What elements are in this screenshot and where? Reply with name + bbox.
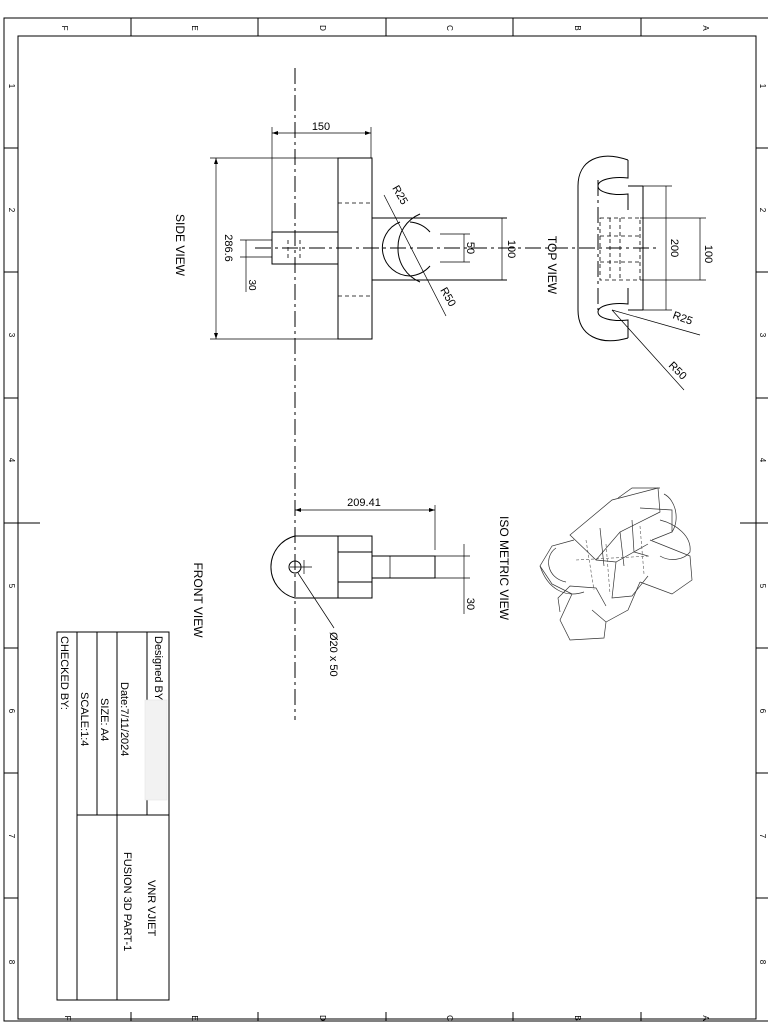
dim-top-height: 100: [702, 245, 714, 263]
outer-frame: [3, 17, 768, 1022]
title-block: Designed BY Date:7/11/2024 SIZE: A4 SCAL…: [56, 631, 170, 1001]
iso-view-label: ISO METRIC VIEW: [497, 516, 511, 621]
row-label-right: 1: [758, 84, 767, 89]
dim-front-pin: 30: [464, 598, 476, 610]
col-label-top: B: [573, 25, 582, 30]
row-label-right: 2: [758, 208, 767, 213]
col-label-top: C: [445, 25, 454, 31]
row-label-right: 5: [758, 584, 767, 589]
row-label-left: 2: [7, 208, 16, 213]
row-label-left: 7: [7, 834, 16, 839]
col-label-bottom: A: [701, 1015, 710, 1021]
row-label-right: 8: [758, 960, 767, 965]
col-label-top: A: [701, 25, 710, 31]
row-label-left: 5: [7, 584, 16, 589]
dim-side-step: 30: [246, 279, 257, 291]
title-designed-by: Designed BY: [152, 636, 164, 701]
dim-top-width: 200: [668, 239, 680, 257]
dim-slot-height: 100: [505, 240, 517, 258]
title-date: Date:7/11/2024: [118, 682, 130, 756]
col-label-top: D: [318, 25, 327, 31]
dim-slot-width: 50: [464, 242, 476, 254]
title-part-name: FUSION 3D PART-1: [121, 852, 133, 951]
row-label-right: 6: [758, 709, 767, 714]
dim-top-r-small: R25: [671, 310, 694, 328]
dim-side-height: 286.6: [222, 234, 234, 262]
side-view-label: SIDE VIEW: [173, 214, 187, 277]
title-scale: SCALE:1:4: [78, 692, 90, 746]
row-label-left: 3: [7, 333, 16, 338]
col-label-bottom: C: [445, 1015, 454, 1021]
dim-front-length: 209.41: [347, 497, 381, 509]
title-size: SIZE: A4: [98, 698, 110, 741]
row-label-right: 7: [758, 834, 767, 839]
col-label-bottom: D: [318, 1015, 327, 1021]
title-institute: VNR VJIET: [145, 880, 157, 937]
isometric-view: [539, 487, 693, 641]
col-label-bottom: B: [573, 1015, 582, 1020]
top-view-label: TOP VIEW: [545, 236, 559, 295]
row-label-right: 4: [758, 458, 767, 463]
col-label-top: F: [60, 26, 69, 31]
row-label-left: 6: [7, 709, 16, 714]
front-view-label: FRONT VIEW: [191, 562, 205, 638]
dim-side-width: 150: [312, 121, 330, 133]
col-label-top: E: [190, 25, 199, 30]
sheet-border: F E D C B A F E D C B A 1 2 3 4 5 6 7 8 …: [3, 17, 768, 1022]
row-label-right: 3: [758, 333, 767, 338]
inner-frame: [17, 35, 757, 1020]
col-label-bottom: E: [190, 1015, 199, 1020]
front-view: 209.41 30 Ø20 x 50: [270, 497, 476, 677]
row-label-left: 8: [7, 960, 16, 965]
row-label-left: 1: [7, 84, 16, 89]
title-checked-by: CHECKED BY:: [58, 636, 70, 710]
dim-slot-r-small: R25: [389, 184, 409, 207]
row-label-left: 4: [7, 458, 16, 463]
dim-front-hole: Ø20 x 50: [327, 632, 339, 677]
dim-top-r-large: R50: [666, 360, 689, 383]
col-label-bottom: F: [63, 1016, 72, 1021]
signature-redacted: [144, 699, 168, 801]
side-view: 150 286.6 30 R25 R50 50 10: [210, 121, 517, 340]
